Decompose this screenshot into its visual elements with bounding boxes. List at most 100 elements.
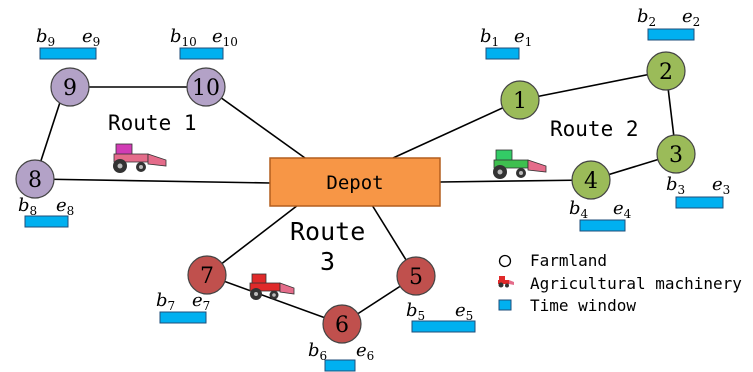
tractor-icon [493,149,547,179]
time-window-end: e10 [212,26,238,49]
legend-item-farmland: Farmland [498,251,607,270]
time-window-end: e4 [613,198,632,221]
farmland-circle [15,159,55,199]
farmland-label: 7 [200,264,214,289]
farmland-label: 6 [335,313,349,338]
circle-outline-icon [498,254,512,268]
edge-depot-1 [392,99,521,159]
farmland-node-8: 8 [15,159,55,199]
edge-8-depot [34,178,271,184]
time-window-bar [324,359,356,372]
farmland-label: 10 [192,76,220,101]
route-2-label: Route 2 [550,117,639,141]
time-window-start: b9 [36,26,55,49]
time-window-end: e3 [712,174,730,197]
farmland-circle [186,67,226,107]
time-window-bar [579,219,626,232]
edge-7-6 [206,274,343,325]
time-window-bar [411,320,476,333]
farmland-label: 3 [669,143,683,168]
time-window-end: e8 [56,195,74,218]
farmland-label: 5 [409,265,423,290]
time-window-start: b4 [569,198,589,221]
legend-item-machinery: Agricultural machinery [498,274,742,293]
farmland-label: 2 [659,60,673,85]
time-window-5: b5 e5 [406,300,476,333]
farmland-node-9: 9 [50,67,90,107]
route-3-label-line2: 3 [320,247,335,276]
time-window-end: e6 [356,340,374,363]
time-window-4: b4 e4 [569,198,632,232]
time-windows: b9 e9 b10 e10 b8 e8 b1 e1 b2 e2 [18,6,730,372]
time-window-bar [159,311,207,324]
time-window-start: b2 [637,6,656,29]
farmland-nodes: 9 10 8 1 2 3 4 7 [15,51,696,344]
time-window-6: b6 e6 [308,340,374,372]
time-window-end: e2 [682,6,700,29]
time-window-start: b10 [170,26,197,49]
farmland-node-6: 6 [322,304,362,344]
time-window-bar [179,47,224,60]
time-window-bar [647,28,695,41]
farmland-circle [187,255,227,295]
time-window-2: b2 e2 [637,6,700,41]
legend-item-time-window: Time window [498,296,636,315]
route-1-label: Route 1 [108,111,197,135]
legend-label-time-window: Time window [530,296,636,315]
time-window-start: b1 [480,26,499,49]
farmland-node-4: 4 [571,160,611,200]
farmland-node-7: 7 [187,255,227,295]
time-window-1: b1 e1 [480,26,532,60]
farmland-circle [322,304,362,344]
farmland-label: 4 [584,169,598,194]
farmland-circle [571,160,611,200]
time-window-end: e5 [455,300,473,323]
time-window-start: b6 [308,340,327,363]
tractor-icon [113,143,167,173]
farmland-node-5: 5 [396,256,436,296]
time-window-end: e9 [82,26,100,49]
time-window-start: b5 [406,300,425,323]
farmland-node-3: 3 [656,134,696,174]
farmland-circle [646,51,686,91]
farmland-node-1: 1 [500,80,540,120]
time-window-end: e1 [514,26,532,49]
farmland-label: 8 [28,168,42,193]
time-window-8: b8 e8 [18,195,74,228]
time-window-7: b7 e7 [156,290,210,324]
blue-rectangle-icon [498,299,512,311]
route-3-label-line1: Route [290,217,365,246]
time-window-9: b9 e9 [36,26,100,60]
time-window-bar [675,196,724,209]
edge-4-depot [439,179,592,183]
time-window-bar [485,47,520,60]
time-window-end: e7 [192,290,210,313]
farmland-label: 9 [63,76,77,101]
time-window-bar [24,215,69,228]
time-window-start: b8 [18,195,37,218]
depot-label: Depot [326,172,383,194]
tractor-icon [249,273,295,300]
farmland-node-2: 2 [646,51,686,91]
time-window-bar [39,47,97,60]
depot-box [269,157,441,207]
time-window-start: b3 [666,174,685,197]
time-window-3: b3 e3 [666,174,730,209]
time-window-10: b10 e10 [170,26,238,60]
farmland-circle [500,80,540,120]
tractor-icon [498,276,514,288]
edge-10-depot [205,86,306,159]
legend-label-machinery: Agricultural machinery [530,274,742,293]
legend-label-farmland: Farmland [530,251,607,270]
farmland-node-10: 10 [186,67,226,107]
legend: Farmland Agricultural machinery Time win… [498,251,742,315]
farmland-label: 1 [513,89,527,114]
edge-1-2 [519,70,667,101]
farmland-circle [396,256,436,296]
farmland-circle [50,67,90,107]
depot: Depot [269,157,441,207]
time-window-start: b7 [156,290,175,313]
farmland-circle [656,134,696,174]
